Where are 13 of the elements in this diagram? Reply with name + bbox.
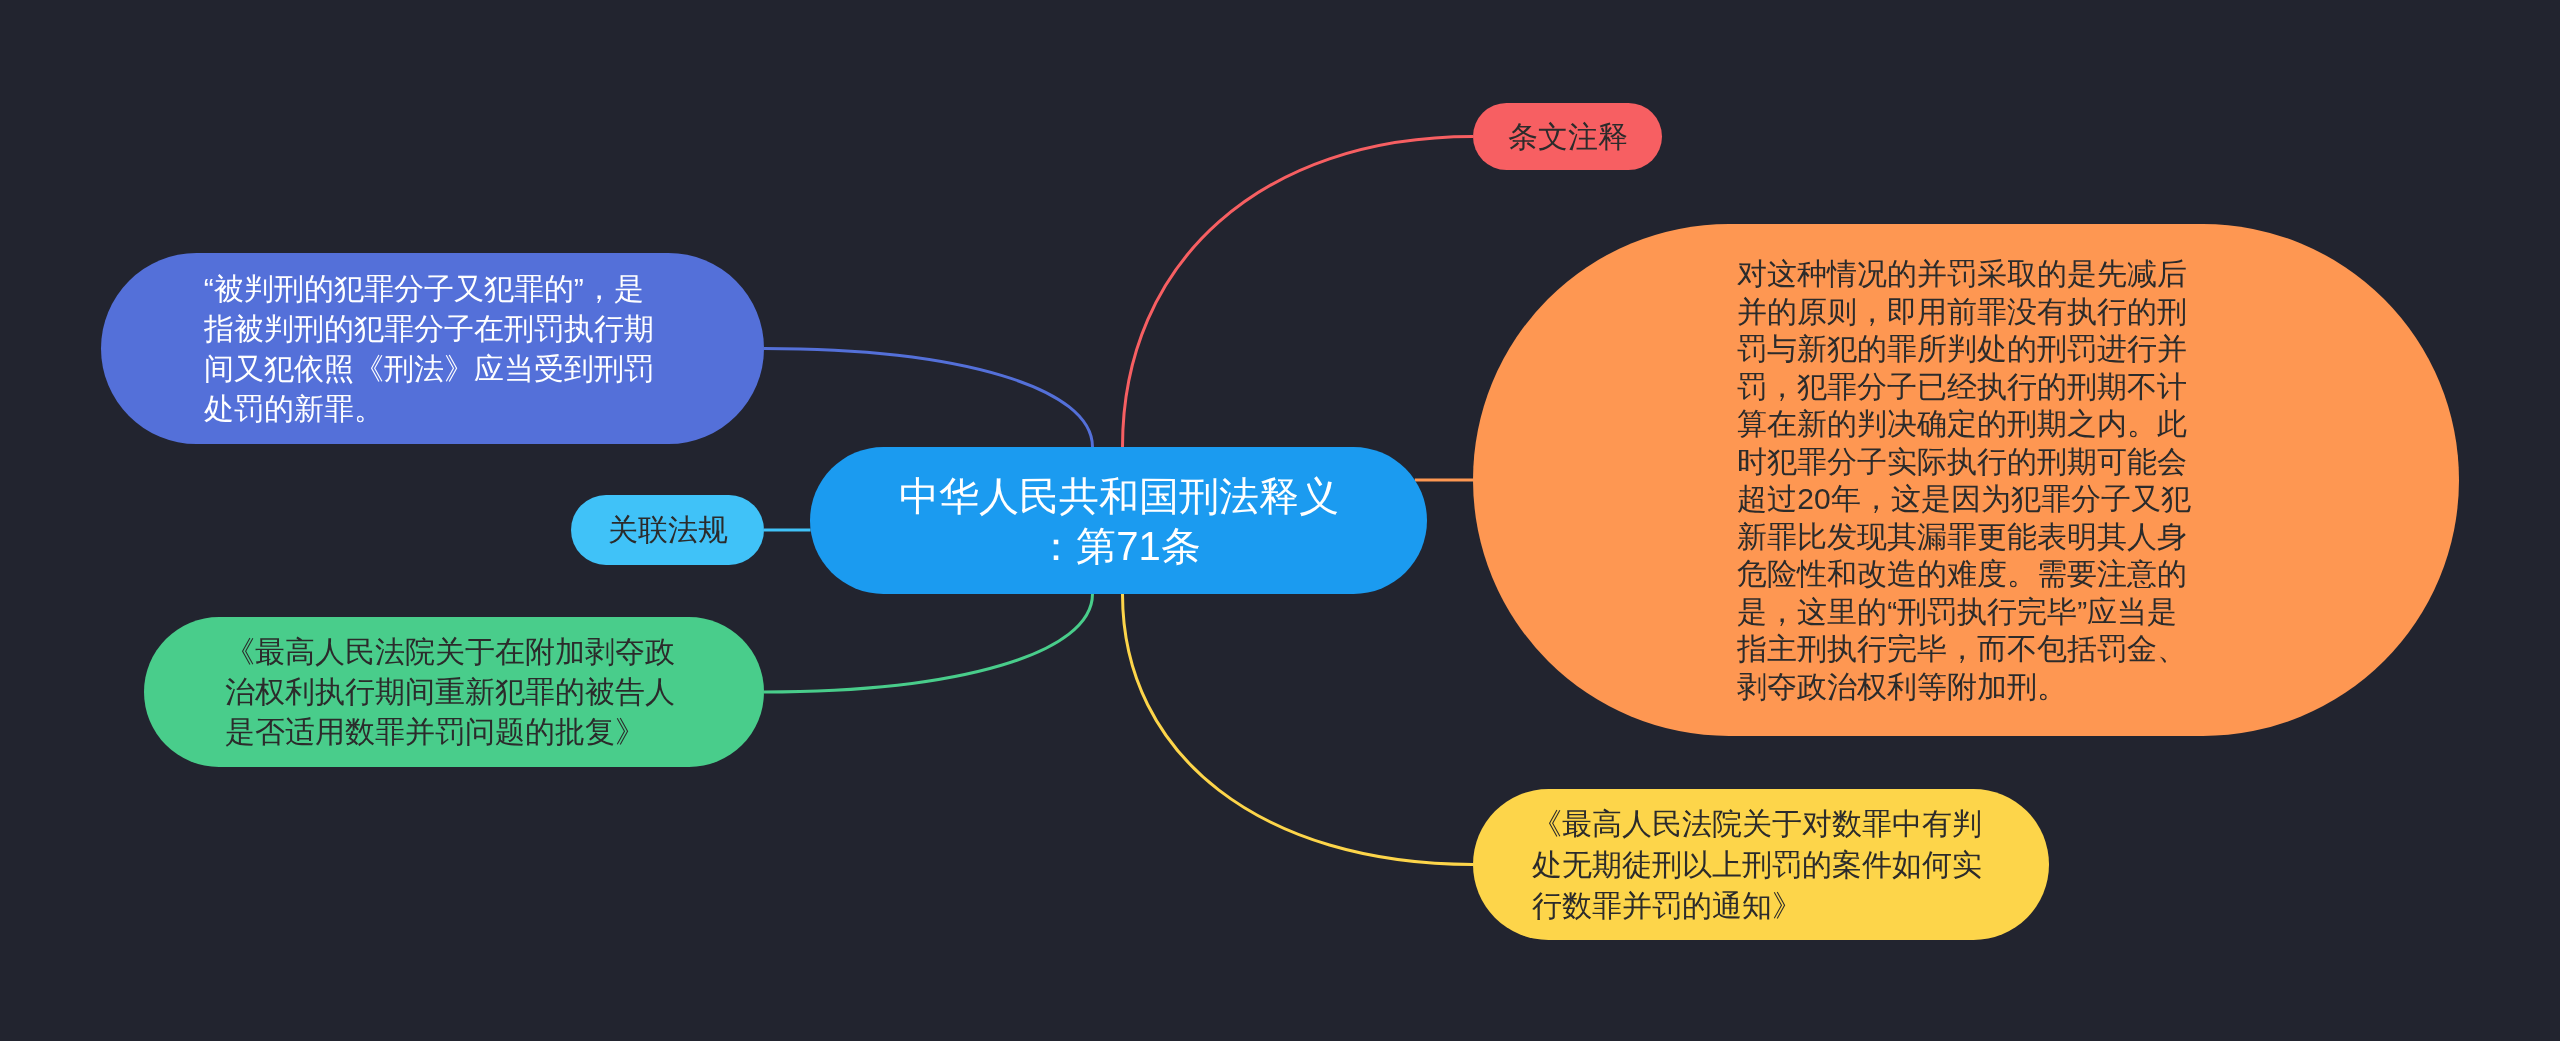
connector-line: [763, 593, 1094, 694]
connector-line: [763, 347, 1094, 448]
topic-text: 《最高人民法院关于对数罪中有判处无期徒刑以上刑罚的案件如何实行数罪并罚的通知》: [1532, 806, 1984, 924]
connector-line: [764, 528, 811, 532]
topic-text: 《最高人民法院关于在附加剥夺政治权利执行期间重新犯罪的被告人是否适用数罪并罚问题的批复》: [225, 634, 677, 750]
topic-text: 关联法规: [607, 512, 728, 548]
topic-text: 中华人民共和国刑法释义：第71条: [897, 472, 1340, 570]
topic-text: 条文注释: [1507, 118, 1628, 155]
topic-text: “被判刑的犯罪分子又犯罪的”，是指被判刑的犯罪分子在刑罚执行期间又犯依照《刑法》应当受到刑罚处罚的新罪。: [203, 270, 655, 427]
connector-line: [1121, 135, 1474, 448]
connector-line: [1121, 593, 1474, 866]
connector-line: [1414, 478, 1473, 482]
topic-text: 对这种情况的并罚采取的是先减后并的原则，即用前罪没有执行的刑罚与新犯的罪所判处的刑罚进行并罚，犯罪分子已经执行的刑期不计算在新的判决确定的刑期之内。此时犯罪分子实际执行的刑期可能会超过20年，这是因为犯罪分子又犯新罪比发现其漏罪更能表明其人身危险性和改造的难度。需要注意的是，这里的“刑罚执行完毕”应当是指主刑执行完毕，而不包括罚金、剥夺政治权利等附加刑。: [1737, 256, 2192, 705]
